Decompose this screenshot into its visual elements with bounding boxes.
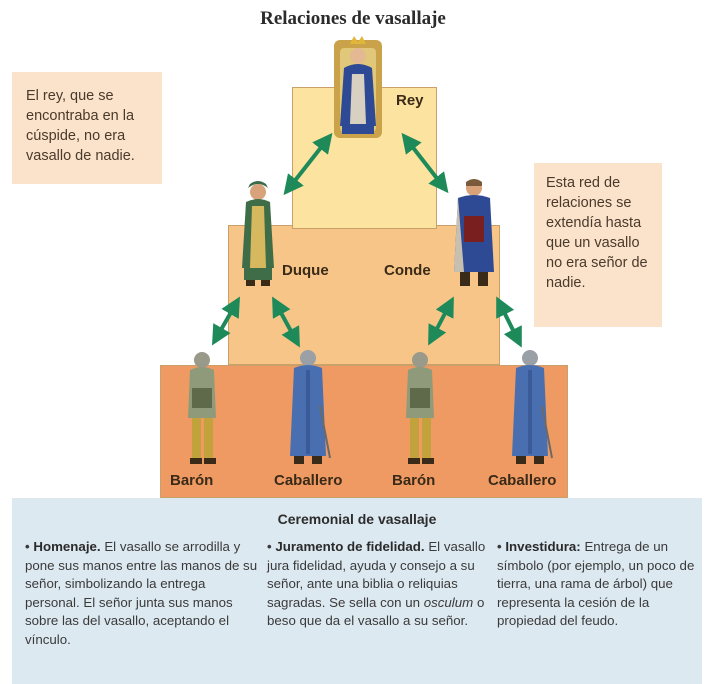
ceremonial-panel: Ceremonial de vasallaje • Homenaje. El v… bbox=[12, 498, 702, 684]
item-italic: osculum bbox=[423, 594, 474, 610]
item-heading: Juramento de fidelidad. bbox=[275, 539, 425, 554]
knight-figure-icon bbox=[512, 350, 553, 464]
bullet-icon: • bbox=[497, 539, 502, 554]
baron-figure-icon bbox=[406, 352, 434, 464]
item-text-end: o beso que da el vasallo a su señor. bbox=[267, 594, 485, 629]
bullet-icon: • bbox=[267, 539, 272, 554]
double-arrow-icon bbox=[428, 296, 454, 346]
item-text: El vasallo se arrodilla y pone sus manos… bbox=[25, 539, 258, 647]
label-caballero-1: Caballero bbox=[274, 472, 343, 489]
label-conde: Conde bbox=[384, 262, 431, 279]
count-figure-icon bbox=[454, 179, 494, 286]
item-heading: Investidura: bbox=[505, 539, 581, 554]
ceremonial-title: Ceremonial de vasallaje bbox=[277, 511, 437, 527]
duke-figure-icon bbox=[242, 181, 274, 286]
diagram-title: Relaciones de vasallaje bbox=[260, 8, 446, 29]
label-rey: Rey bbox=[396, 92, 424, 109]
baron-figure-icon bbox=[188, 352, 216, 464]
double-arrow-icon bbox=[212, 296, 240, 346]
bullet-icon: • bbox=[25, 539, 30, 554]
double-arrow-icon bbox=[272, 296, 300, 348]
label-baron-1: Barón bbox=[170, 472, 214, 489]
pyramid-tier-bottom bbox=[160, 365, 568, 498]
king-figure-icon bbox=[334, 36, 382, 138]
double-arrow-icon bbox=[496, 296, 522, 348]
double-arrow-icon bbox=[401, 132, 449, 194]
label-baron-2: Barón bbox=[392, 472, 436, 489]
knight-figure-icon bbox=[290, 350, 331, 464]
item-text: El vasallo jura fidelidad, ayuda y conse… bbox=[267, 539, 486, 610]
ceremonial-item-homenaje: • Homenaje. El vasallo se arrodilla y po… bbox=[25, 538, 259, 649]
note-network: Esta red de relaciones se extendía hasta… bbox=[534, 163, 662, 327]
ceremonial-item-juramento: • Juramento de fidelidad. El vasallo jur… bbox=[267, 538, 495, 631]
item-heading: Homenaje. bbox=[33, 539, 101, 554]
double-arrow-icon bbox=[283, 132, 333, 196]
note-king: El rey, que se encontraba en la cúspide,… bbox=[12, 72, 162, 184]
item-text: Entrega de un símbolo (por ejemplo, un p… bbox=[497, 539, 695, 628]
label-duque: Duque bbox=[282, 262, 329, 279]
label-caballero-2: Caballero bbox=[488, 472, 557, 489]
ceremonial-item-investidura: • Investidura: Entrega de un símbolo (po… bbox=[497, 538, 697, 631]
